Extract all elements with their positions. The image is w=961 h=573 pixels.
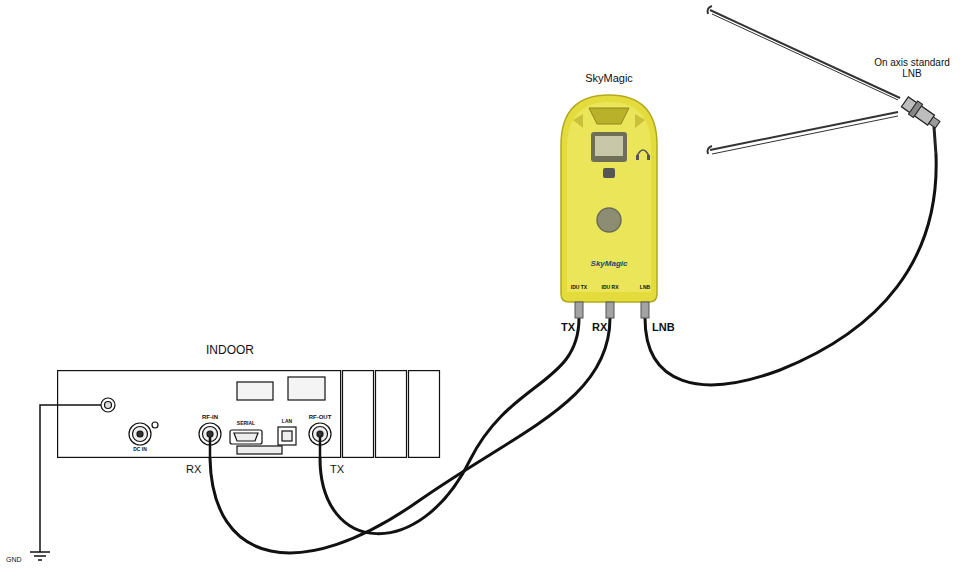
brand-logo: SkyMagic [591, 260, 628, 269]
lnb-feed: On axis standard LNB [866, 55, 958, 155]
panel-label: DC IN [133, 447, 147, 453]
lnb-caption: On axis standard LNB [866, 57, 958, 79]
port-name: TX [330, 463, 344, 475]
coax-cable [320, 318, 579, 534]
panel-label: LAN [282, 419, 292, 425]
port-name: RX [186, 463, 201, 475]
indoor-unit: INDOORRF-INSERIALLANRF-OUTDC IN [57, 370, 441, 458]
ground-wire [40, 405, 101, 552]
indoor-unit-panel [57, 370, 441, 458]
device-port-label: IDU RX [602, 285, 619, 291]
unit-heading: INDOOR [206, 344, 254, 357]
port-name: RX [592, 321, 607, 333]
device-heading: SkyMagic [585, 72, 633, 84]
device-port-label: IDU TX [571, 285, 587, 291]
ground-symbol [30, 552, 50, 560]
dish-struts [708, 6, 901, 154]
skymagic-meter: SkyMagicIDU TX IDU RX LNB SkyMagic [553, 70, 665, 318]
device-port-label: LNB [640, 285, 650, 291]
panel-label: SERIAL [237, 421, 255, 427]
port-name: LNB [652, 321, 675, 333]
coax-cable [645, 155, 936, 385]
panel-label: RF-IN [202, 414, 218, 421]
ground-label: GND [6, 556, 22, 564]
panel-label: RF-OUT [309, 414, 332, 421]
skymagic-device [553, 70, 665, 318]
port-name: TX [561, 321, 575, 333]
